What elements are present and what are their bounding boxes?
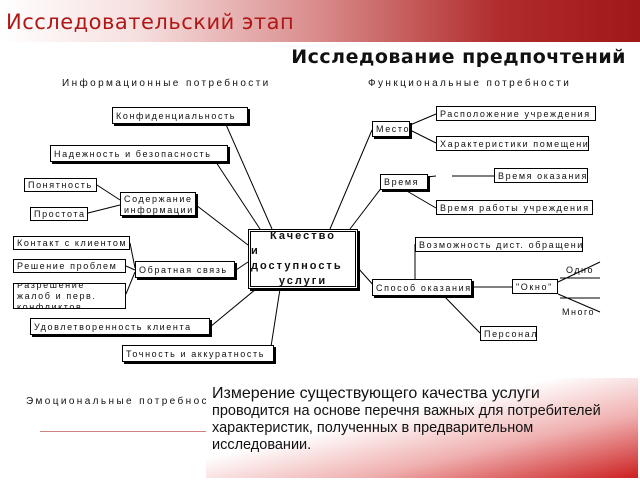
center-line-3: услуги [278, 275, 328, 287]
node-premises: Характеристики помещения [436, 136, 589, 151]
connector-problem-solving [125, 265, 136, 271]
center-node-quality: Качество и доступность услуги [248, 229, 358, 289]
connector-client-contact [129, 242, 136, 269]
node-complaints: Разрешение жалоб и перв. конфликтов [13, 283, 126, 309]
label-many: Много [562, 307, 596, 317]
connector-place [329, 129, 373, 230]
center-line-1: Качество [270, 230, 336, 242]
section-label-functional: Функциональные потребности [368, 78, 572, 89]
node-content: Содержание информации [120, 192, 196, 216]
connector-feedback [235, 261, 249, 271]
section-label-emotional: Эмоциональные потребности [26, 396, 224, 407]
node-window: "Окно" [512, 279, 558, 294]
node-simplicity: Простота [30, 207, 88, 221]
node-place: Место [372, 121, 410, 137]
connector-premises [409, 129, 437, 144]
node-service-time: Время оказания [494, 168, 588, 183]
connector-many [557, 293, 601, 313]
page-title: Исследовательский этап [6, 10, 295, 34]
node-confidentiality: Конфиденциальность [112, 107, 248, 124]
node-clarity: Понятность [24, 178, 97, 192]
connector-accuracy [269, 288, 281, 354]
divider-line [40, 431, 208, 432]
connector-satisfaction [209, 288, 257, 328]
node-client-satisfaction: Удовлетворенность клиента [30, 318, 210, 335]
connector-confidentiality [223, 119, 273, 230]
node-problem-solving: Решение проблем [13, 259, 126, 273]
connector-personnel [441, 293, 481, 334]
connector-clarity [96, 184, 121, 201]
connector-content [195, 204, 249, 246]
node-location: Расположение учреждения [436, 106, 596, 121]
connector-working-hours [399, 186, 437, 209]
node-working-hours: Время работы учреждения [436, 200, 593, 215]
page-subtitle: Исследование предпочтений [291, 46, 626, 68]
section-label-informational: Информационные потребности [62, 78, 271, 89]
callout-body: проводится на основе перечня важных для … [212, 403, 601, 453]
node-client-contact: Контакт с клиентом [13, 236, 130, 250]
connector-one [557, 261, 601, 283]
node-accuracy: Точность и аккуратность [122, 345, 274, 362]
connector-simplicity [87, 204, 121, 214]
connector-reliability [209, 152, 261, 230]
connector-complaints [125, 271, 136, 295]
node-personnel: Персонал [480, 326, 537, 341]
node-reliability: Надежность и безопасность [50, 145, 228, 162]
node-method: Способ оказания [372, 279, 472, 296]
center-line-2: и доступность [251, 245, 343, 272]
label-one: Одно [566, 265, 595, 275]
connector-location [409, 113, 437, 126]
connector-time [349, 186, 383, 230]
header-bar [0, 0, 640, 42]
callout-box: Измерение существующего качества услуги … [206, 378, 638, 478]
node-remote: Возможность дист. обращения [415, 237, 583, 252]
node-time: Время [380, 174, 428, 190]
node-feedback: Обратная связь [135, 261, 235, 278]
callout-lead: Измерение существующего качества услуги [212, 385, 540, 402]
